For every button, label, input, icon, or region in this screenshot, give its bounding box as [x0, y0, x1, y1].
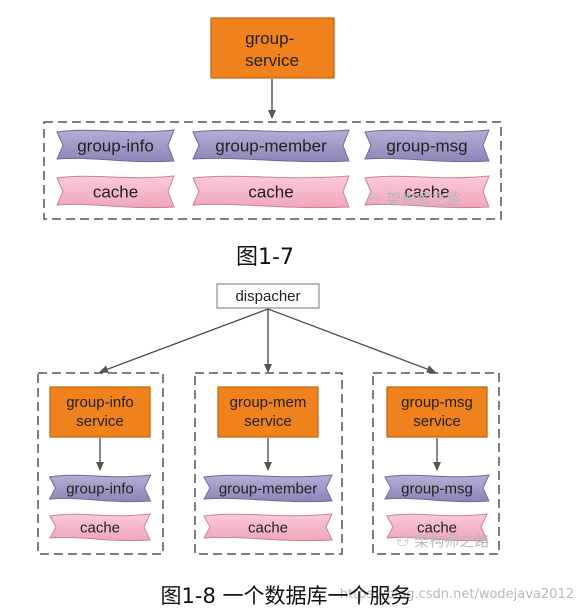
group-service-box	[210, 17, 335, 79]
dispatcher-label: dispacher	[235, 288, 300, 305]
cache-block-label: cache	[80, 519, 120, 536]
cache-block: cache	[203, 513, 333, 542]
table-block-3-label: group-msg	[386, 137, 467, 156]
group-service-label: group- service	[245, 29, 299, 70]
service-column-dashed	[37, 372, 164, 555]
watermark-1-7: ⚇ 架构师之路	[368, 190, 461, 208]
cache-block: cache	[49, 513, 151, 542]
table-block: group-info	[48, 474, 152, 503]
cache-block: cache	[386, 513, 488, 542]
service-column-dashed	[372, 372, 500, 555]
table-block-1-label: group-info	[77, 137, 154, 156]
url-watermark: https://blog.csdn.net/wodejava2012	[340, 587, 574, 602]
cache-block-1-label: cache	[93, 183, 138, 202]
service-box	[49, 386, 151, 438]
watermark-1-8: ⚇ 架构师之路	[396, 532, 489, 550]
cache-block-3: cache	[364, 175, 490, 209]
dispatcher-arrow-right	[267, 308, 436, 373]
table-block-label: group-msg	[401, 480, 473, 497]
table-block: group-msg	[384, 474, 490, 503]
cache-block-2-label: cache	[248, 183, 293, 202]
table-block-3: group-msg	[364, 129, 490, 163]
cache-block-3-label: cache	[404, 183, 449, 202]
caption-1-8: 图1-8 一个数据库一个服务	[161, 584, 412, 608]
service-column-dashed	[194, 372, 343, 555]
cache-block-label: cache	[248, 519, 288, 536]
service-box	[386, 386, 488, 438]
cache-block-2: cache	[192, 175, 350, 209]
table-block-1: group-info	[56, 129, 175, 163]
figure-1-7: group- service group-info group-member gro…	[43, 17, 502, 270]
group-container-dashed	[43, 121, 502, 220]
dispatcher-box	[216, 283, 320, 309]
table-block: group-member	[203, 474, 333, 503]
cache-block-label: cache	[417, 519, 457, 536]
dispatcher-arrow-left	[99, 308, 269, 373]
table-block-label: group-member	[219, 480, 317, 497]
table-block-label: group-info	[66, 480, 134, 497]
caption-1-7: 图1-7	[236, 245, 294, 270]
table-block-2-label: group-member	[215, 137, 327, 156]
service-box	[217, 386, 319, 438]
table-block-2: group-member	[192, 129, 350, 163]
cache-block-1: cache	[56, 175, 175, 209]
